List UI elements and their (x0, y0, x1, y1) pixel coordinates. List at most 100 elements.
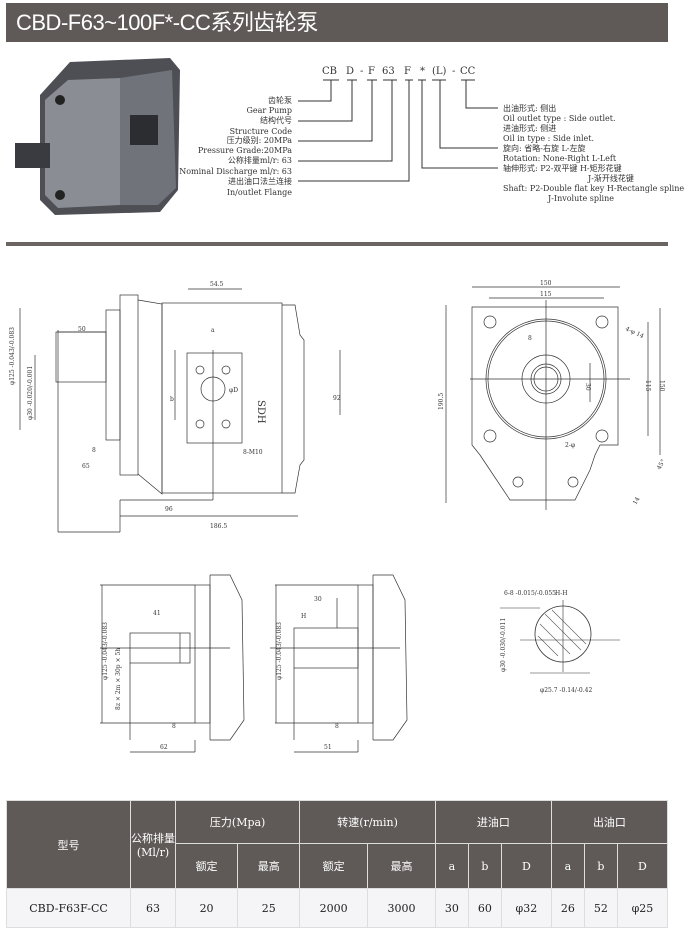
front-view-dimensions: 150 115 8 30 115 150 190.5 4-φ 14 2-φ 45… (438, 280, 667, 506)
col-displacement: 公称排量(Ml/r) (130, 800, 176, 889)
legend-left: 齿轮泵 Gear Pump 结构代号 Structure Code 压力级别: … (179, 95, 292, 197)
svg-text:SDH: SDH (255, 400, 266, 424)
svg-text:*: * (420, 66, 425, 77)
sub-header: 最高 (367, 843, 436, 889)
svg-text:φ125 -0.043/-0.083: φ125 -0.043/-0.083 (276, 622, 283, 680)
svg-text:CC: CC (460, 66, 476, 77)
svg-text:Structure Code: Structure Code (230, 127, 293, 136)
svg-text:65: 65 (82, 463, 90, 470)
svg-text:45°: 45° (656, 458, 667, 471)
svg-text:Oil in type : Side inlet.: Oil in type : Side inlet. (503, 134, 594, 143)
svg-text:Oil outlet type : Side outlet.: Oil outlet type : Side outlet. (503, 114, 616, 123)
svg-text:In/outlet Flange: In/outlet Flange (227, 188, 292, 197)
svg-text:H-H: H-H (555, 590, 568, 597)
col-speed: 转速(r/min) (299, 800, 436, 844)
sub-header: a (550, 843, 585, 889)
svg-text:8z × 2m × 30p × 5h: 8z × 2m × 30p × 5h (115, 648, 122, 710)
svg-text:D: D (346, 66, 354, 77)
svg-text:φD: φD (229, 387, 238, 394)
svg-text:150: 150 (658, 380, 665, 392)
svg-text:150: 150 (540, 280, 552, 287)
table-cell: φ25 (616, 888, 669, 928)
table-cell: 60 (467, 888, 502, 928)
table-cell: 52 (583, 888, 618, 928)
side-view-drawing (19, 288, 341, 533)
svg-text:-: - (452, 66, 455, 77)
col-model: 型号 (6, 800, 131, 889)
table-cell: 20 (174, 888, 239, 928)
col-outlet: 出油口 (550, 800, 669, 844)
col-pressure: 压力(Mpa) (174, 800, 301, 844)
table-cell: 26 (550, 888, 585, 928)
shaft-h-dimensions: 41 8 62 φ125 -0.043/-0.083 8z × 2m × 30p… (102, 610, 176, 751)
sub-header: D (500, 843, 552, 889)
svg-text:Rotation: None-Right L-Left: Rotation: None-Right L-Left (503, 154, 617, 163)
sub-header: 最高 (237, 843, 301, 889)
svg-text:φ125 -0.043/-0.083: φ125 -0.043/-0.083 (102, 622, 109, 680)
pump-photo (15, 58, 180, 215)
svg-text:115: 115 (540, 291, 552, 298)
table-row: CBD-F63F-CC 63 20 25 2000 3000 30 60 φ32… (6, 888, 669, 928)
spline-section-drawing (500, 600, 620, 674)
svg-text:F: F (368, 66, 375, 77)
svg-text:φ125 -0.043/-0.083: φ125 -0.043/-0.083 (9, 327, 16, 385)
svg-text:50: 50 (78, 326, 86, 333)
svg-text:进油形式: 侧进: 进油形式: 侧进 (503, 123, 556, 133)
svg-text:8: 8 (335, 723, 339, 730)
col-inlet: 进油口 (434, 800, 552, 844)
svg-text:186.5: 186.5 (210, 523, 227, 530)
svg-text:96: 96 (165, 506, 173, 513)
sub-header: a (434, 843, 469, 889)
front-view-drawing (445, 286, 661, 510)
drawings-canvas: CB D - F 63 F * (L) - CC 齿轮泵 Gear Pump 结… (9, 58, 684, 753)
svg-text:进出油口法兰连接: 进出油口法兰连接 (228, 176, 292, 186)
svg-text:41: 41 (153, 610, 161, 617)
side-view-dimensions: 54.5 50 a b 92 8 65 96 186.5 8-M10 SDH φ… (9, 281, 341, 530)
svg-text:51: 51 (324, 744, 332, 751)
svg-text:8: 8 (92, 447, 96, 454)
svg-text:φ30 -0.030/-0.011: φ30 -0.030/-0.011 (500, 618, 507, 672)
svg-text:54.5: 54.5 (210, 281, 224, 288)
page-title: CBD-F63~100F*-CC系列齿轮泵 (6, 3, 668, 42)
svg-text:公称排量ml/r: 63: 公称排量ml/r: 63 (228, 155, 292, 165)
svg-text:63: 63 (382, 66, 395, 77)
table-cell: 30 (434, 888, 469, 928)
svg-text:Shaft: P2-Double flat key H-Re: Shaft: P2-Double flat key H-Rectangle sp… (503, 184, 684, 193)
shaft-p-drawing (270, 574, 408, 753)
svg-text:F: F (404, 66, 411, 77)
svg-text:J-渐开线花键: J-渐开线花键 (587, 173, 634, 183)
svg-text:14: 14 (632, 496, 642, 506)
model-code: CB D - F 63 F * (L) - CC (322, 66, 476, 77)
svg-text:8-M10: 8-M10 (243, 449, 263, 456)
svg-text:8: 8 (528, 335, 532, 342)
svg-text:J-Involute spline: J-Involute spline (547, 194, 614, 203)
sub-header: b (583, 843, 618, 889)
svg-text:Gear Pump: Gear Pump (246, 106, 292, 115)
legend-leader-lines (298, 79, 498, 182)
svg-text:Pressure Grade:20MPa: Pressure Grade:20MPa (198, 146, 292, 155)
sub-header: 额定 (299, 843, 369, 889)
sub-header: D (616, 843, 669, 889)
spec-table: 型号 公称排量(Ml/r) 压力(Mpa) 转速(r/min) 进油口 出油口 … (6, 800, 669, 928)
svg-text:结构代号: 结构代号 (260, 115, 292, 125)
table-cell: 2000 (299, 888, 369, 928)
svg-text:115: 115 (644, 380, 651, 392)
table-cell: 63 (130, 888, 176, 928)
svg-text:2-φ: 2-φ (565, 442, 575, 449)
svg-text:8: 8 (172, 723, 176, 730)
shaft-h-drawing (100, 574, 245, 753)
table-cell: CBD-F63F-CC (6, 888, 131, 928)
svg-text:6-8 -0.015/-0.055: 6-8 -0.015/-0.055 (504, 590, 556, 597)
svg-text:轴伸形式: P2-双平键 H-矩形花键: 轴伸形式: P2-双平键 H-矩形花键 (503, 163, 622, 173)
section-divider (6, 242, 668, 246)
svg-text:出油形式: 侧出: 出油形式: 侧出 (503, 103, 556, 113)
svg-text:Nominal Discharge ml/r: 63: Nominal Discharge ml/r: 63 (179, 167, 292, 176)
svg-text:a: a (211, 327, 215, 334)
svg-text:φ25.7 -0.14/-0.42: φ25.7 -0.14/-0.42 (540, 687, 592, 694)
svg-text:压力级别: 20MPa: 压力级别: 20MPa (227, 135, 293, 145)
svg-text:CB: CB (322, 66, 337, 77)
shaft-p-dimensions: 30 8 51 φ125 -0.043/-0.083 H (276, 596, 339, 751)
svg-text:30: 30 (314, 596, 322, 603)
svg-text:(L): (L) (432, 66, 447, 77)
svg-text:φ30 -0.020/-0.001: φ30 -0.020/-0.001 (27, 366, 34, 420)
